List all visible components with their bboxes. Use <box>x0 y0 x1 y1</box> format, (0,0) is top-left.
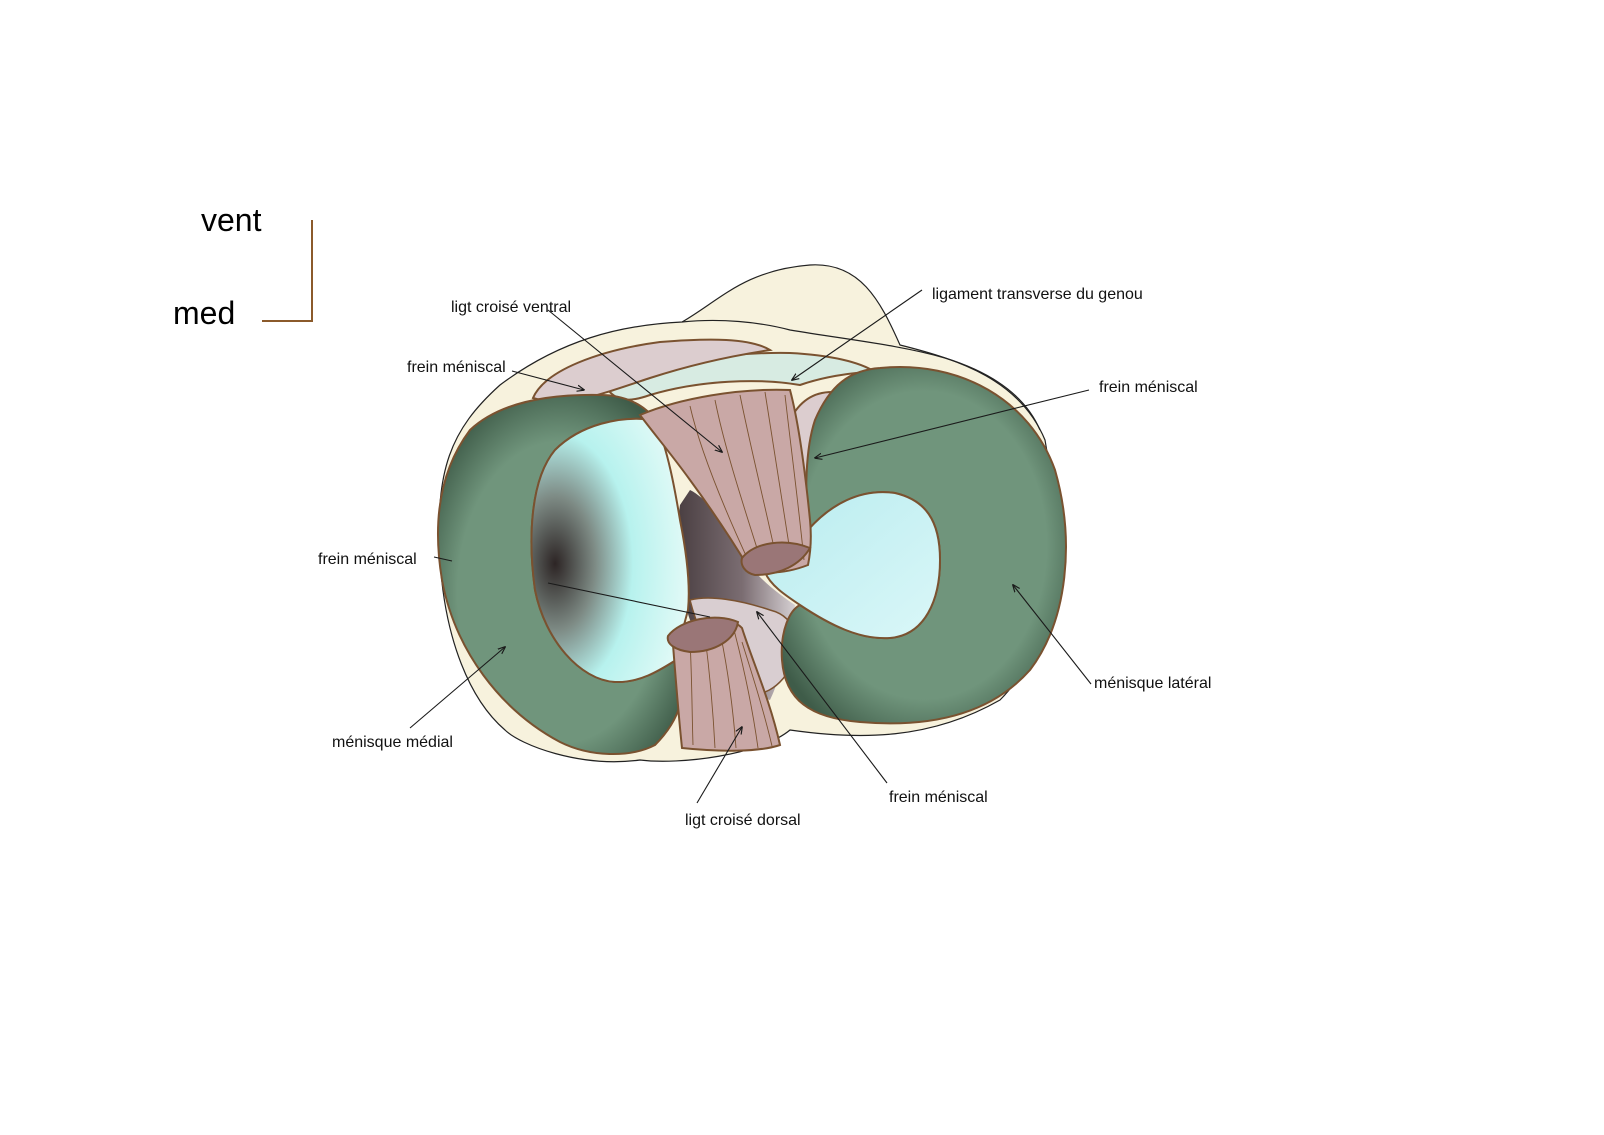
labels: ligt croisé ventral ligament transverse … <box>318 286 1211 829</box>
ventral-cruciate-cut-end <box>740 541 812 577</box>
leader-dorsal-cruciate <box>696 727 742 804</box>
label-frein-meniscal-left: frein méniscal <box>318 551 417 568</box>
leader-frein-bottom <box>757 612 888 784</box>
label-menisque-medial: ménisque médial <box>332 734 453 751</box>
orientation-ventral-label: vent <box>201 202 262 238</box>
label-menisque-lateral: ménisque latéral <box>1094 675 1211 692</box>
tibial-plateau-rim <box>681 319 1041 431</box>
orientation-medial-label: med <box>173 295 235 331</box>
leader-frein-medial-inner <box>547 582 711 618</box>
label-frein-meniscal-bottom: frein méniscal <box>889 789 988 806</box>
label-frein-meniscal-top-left: frein méniscal <box>407 359 506 376</box>
label-ligament-transverse: ligament transverse du genou <box>932 286 1143 303</box>
dorsal-cruciate-ligament <box>666 616 782 752</box>
leader-frein-left <box>433 556 453 562</box>
label-frein-meniscal-top-right: frein méniscal <box>1099 379 1198 396</box>
leader-transverse-ligament <box>792 289 923 380</box>
leader-ventral-cruciate <box>547 309 722 452</box>
label-ligt-croise-ventral: ligt croisé ventral <box>451 299 571 316</box>
dorsal-cruciate-cut-end <box>666 616 740 654</box>
ventral-cruciate-ligament <box>638 388 812 577</box>
leader-medial-meniscus <box>409 647 505 729</box>
leader-frein-top-right <box>815 389 1090 458</box>
orientation-indicator: vent med <box>173 202 313 331</box>
orientation-axis <box>262 220 313 322</box>
leader-frein-top-left <box>511 370 584 390</box>
label-ligt-croise-dorsal: ligt croisé dorsal <box>685 812 801 829</box>
leader-lateral-meniscus <box>1013 585 1092 685</box>
leader-lines <box>409 289 1092 804</box>
